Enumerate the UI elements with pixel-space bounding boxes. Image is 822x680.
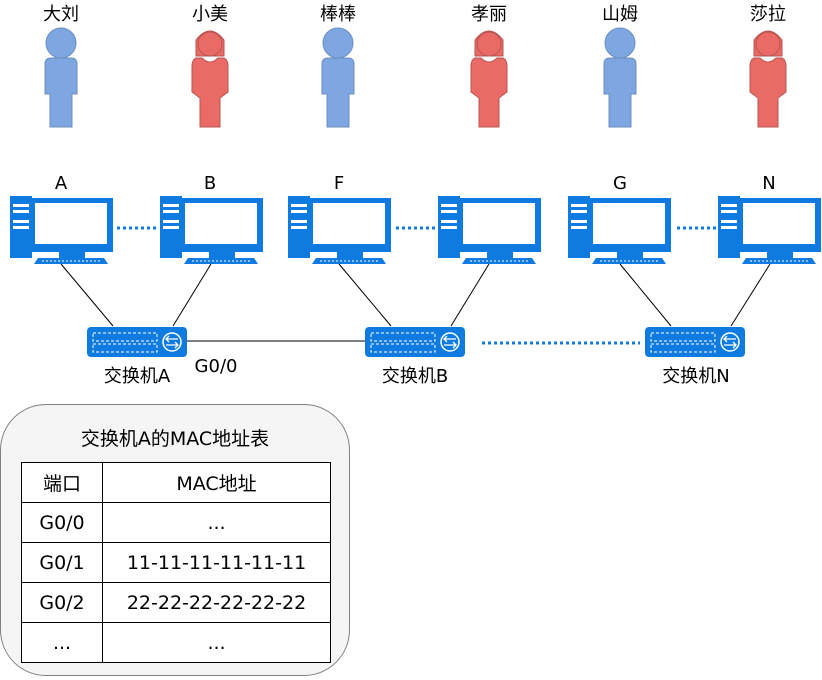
cable-link [450, 263, 490, 327]
table-row: G0/1 11-11-11-11-11-11 [21, 542, 331, 583]
switch-label: 交换机A [103, 366, 171, 387]
person-name-label: 小美 [192, 4, 228, 25]
computer-icon [437, 195, 542, 265]
computer-label: A [54, 173, 68, 194]
table-row: ... ... [21, 622, 331, 663]
computer-icon [159, 195, 264, 265]
person-name-label: 孝丽 [471, 4, 507, 25]
switch-icon [364, 326, 466, 358]
male-user-icon [44, 27, 78, 128]
person-name-label: 大刘 [43, 4, 79, 25]
switch-icon [644, 326, 746, 358]
computer-icon [717, 195, 822, 265]
computer-label: G [613, 173, 627, 194]
port-cell: G0/0 [21, 502, 103, 543]
person-name-label: 莎拉 [750, 4, 786, 25]
female-user-icon [470, 30, 508, 128]
mac-cell: ... [102, 502, 331, 543]
switch-label: 交换机N [662, 366, 730, 387]
port-label: G0/0 [194, 356, 238, 377]
table-header-row: 端口 MAC地址 [21, 462, 331, 503]
cable-link [172, 263, 212, 327]
header-mac: MAC地址 [102, 462, 331, 503]
computer-icon [9, 195, 114, 265]
person-name-label: 山姆 [602, 4, 638, 25]
cable-link [338, 263, 392, 327]
mac-table: 端口 MAC地址 G0/0 ... G0/1 11-11-11-11-11-11… [21, 462, 331, 663]
switch-icon [86, 326, 188, 358]
table-row: G0/0 ... [21, 502, 331, 543]
cable-link [60, 263, 114, 327]
mac-table-title: 交换机A的MAC地址表 [80, 428, 270, 450]
cable-link [730, 263, 771, 327]
computer-label: F [333, 173, 345, 194]
port-cell: G0/2 [21, 582, 103, 623]
female-user-icon [191, 30, 229, 128]
computer-icon [567, 195, 672, 265]
computer-label: B [203, 173, 217, 194]
computer-label: N [762, 173, 776, 194]
switch-label: 交换机B [381, 366, 449, 387]
table-row: G0/2 22-22-22-22-22-22 [21, 582, 331, 623]
mac-cell: 11-11-11-11-11-11 [102, 542, 331, 583]
male-user-icon [603, 27, 637, 128]
female-user-icon [749, 30, 787, 128]
computer-icon [287, 195, 392, 265]
cable-link [619, 263, 672, 327]
mac-cell: ... [102, 622, 331, 663]
male-user-icon [321, 27, 355, 128]
port-cell: G0/1 [21, 542, 103, 583]
mac-cell: 22-22-22-22-22-22 [102, 582, 331, 623]
person-name-label: 棒棒 [320, 4, 356, 25]
header-port: 端口 [21, 462, 103, 503]
port-cell: ... [21, 622, 103, 663]
